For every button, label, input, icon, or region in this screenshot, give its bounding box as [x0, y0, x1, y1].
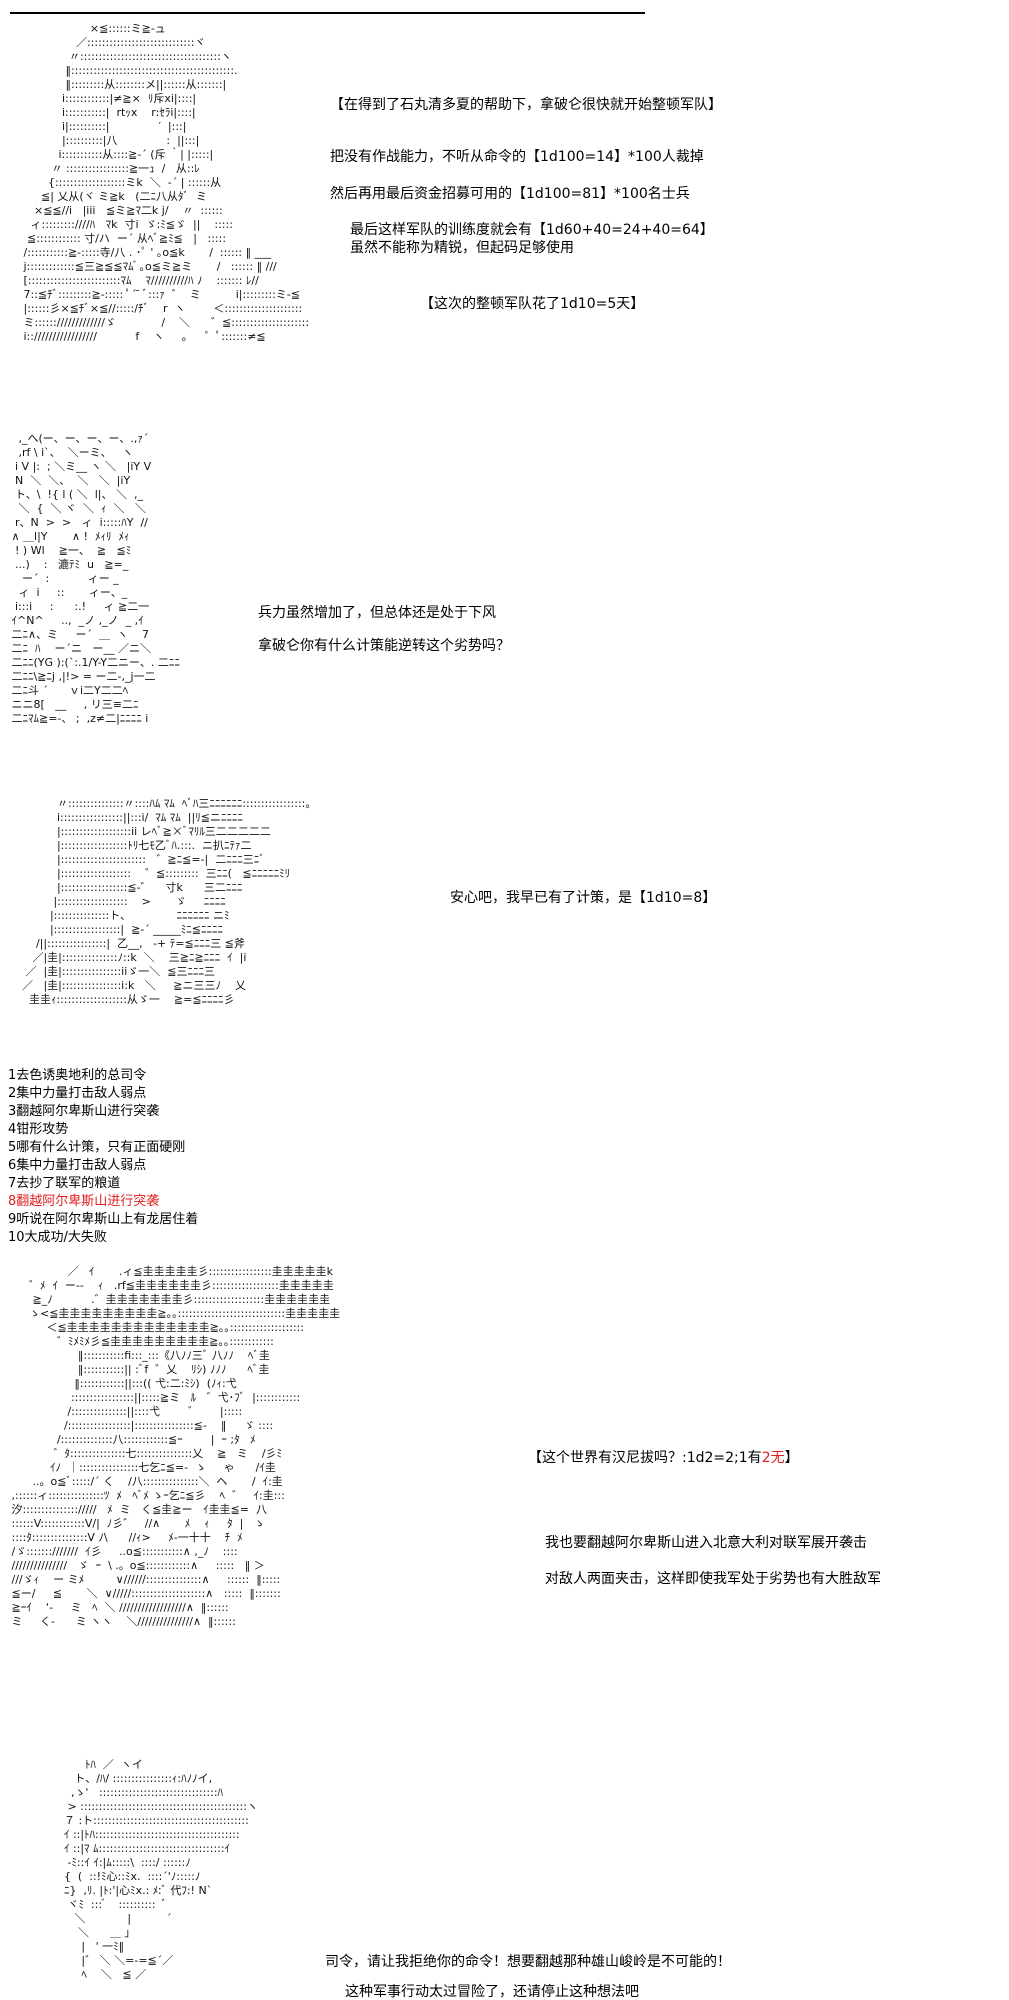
dialogue-line: 这种军事行动太过冒险了，还请停止这种想法吧 — [345, 1984, 639, 2000]
dialogue-line: 把没有作战能力，不听从命令的【1d100=14】*100人裁掉 — [330, 149, 704, 165]
dialogue-line: 拿破仑你有什么计策能逆转这个劣势吗？ — [258, 638, 510, 654]
option-item: 6集中力量打击敌人弱点 — [8, 1158, 147, 1173]
dialogue-line: 【在得到了石丸清多夏的帮助下，拿破仑很快就开始整顿军队】 — [330, 97, 722, 113]
ascii-art-ishimaru: ,_へ(ー、ー、ー、ー、.,ｧ´ ,rf \ i`、 ＼ーミ、 ヽ i V |:… — [11, 432, 180, 725]
dialogue-line: 虽然不能称为精锐，但起码足够使用 — [350, 240, 574, 256]
option-item: 5哪有什么计策，只有正面硬刚 — [8, 1140, 186, 1155]
top-divider — [10, 12, 645, 14]
option-item: 4钳形攻势 — [8, 1122, 69, 1137]
dialogue-line: 最后这样军队的训练度就会有【1d60+40=24+40=64】 — [350, 222, 714, 238]
dialogue-line: 【这次的整顿军队花了1d10=5天】 — [420, 296, 645, 312]
option-item: 3翻越阿尔卑斯山进行突袭 — [8, 1104, 160, 1119]
dialogue-line: 兵力虽然增加了，但总体还是处于下风 — [258, 605, 496, 621]
option-item: 1去色诱奥地利的总司令 — [8, 1068, 147, 1083]
dialogue-line: 对敌人两面夹击，这样即使我军处于劣势也有大胜敌军 — [545, 1571, 881, 1587]
ascii-art-napoleon-1: ×≦::::::ミ≧-ュ ／::::::::::::::::::::::::::… — [23, 22, 310, 343]
option-item: 9听说在阿尔卑斯山上有龙居住着 — [8, 1212, 199, 1227]
ascii-art-napoleon-2: 〃:::::::::::::::〃::::ﾊﾑ ﾏﾑ ﾍﾞﾊ三ﾆﾆﾆﾆﾆﾆ:::… — [21, 797, 317, 1006]
dialogue-line: 我也要翻越阿尔卑斯山进入北意大利对联军展开袭击 — [545, 1535, 867, 1551]
dialogue-line: 然后再用最后资金招募可用的【1d100=81】*100名士兵 — [330, 186, 690, 202]
option-item: 2集中力量打击敌人弱点 — [8, 1086, 147, 1101]
dice-question: 【这个世界有汉尼拔吗？:1d2=2;1有2无】 — [528, 1450, 799, 1466]
ascii-art-napoleon-3: ／ ｲ .ィ≦圭圭圭圭圭彡:::::::::::::::::圭圭圭圭圭k ゛ﾒ … — [11, 1265, 341, 1628]
ascii-art-officer: ﾄﾊ ／ ヽイ ト、/ﾊ/ ::::::::::::::::ｨ:ﾊﾉﾉイ, ,ゝ… — [63, 1758, 258, 1981]
option-item-selected: 8翻越阿尔卑斯山进行突袭 — [8, 1194, 160, 1209]
dialogue-line: 安心吧，我早已有了计策，是【1d10=8】 — [450, 890, 717, 906]
option-item: 10大成功/大失败 — [8, 1230, 107, 1245]
option-item: 7去抄了联军的粮道 — [8, 1176, 121, 1191]
dialogue-line: 司令，请让我拒绝你的命令！想要翻越那种雄山峻岭是不可能的！ — [325, 1954, 731, 1970]
